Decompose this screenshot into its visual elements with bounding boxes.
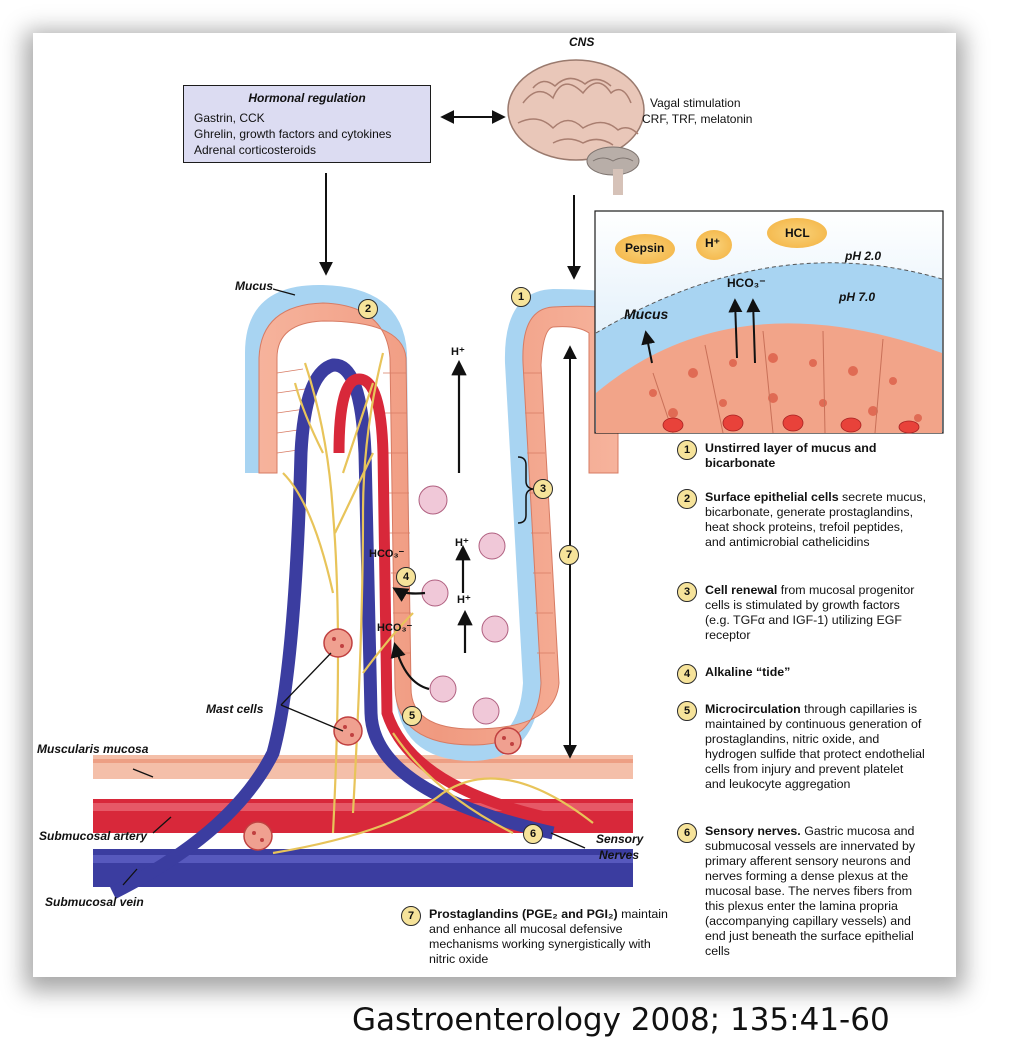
sensory-leader	[550, 832, 586, 849]
legend-text: maintain and enhance all mucosal defensi…	[429, 907, 668, 966]
hco3-arrow	[390, 642, 430, 691]
citation: Gastroenterology 2008; 135:41-60	[352, 1002, 890, 1038]
muscularis-mucosa-label: Muscularis mucosa	[37, 742, 149, 756]
mast-cells-leader	[280, 704, 344, 732]
mucus-leader	[272, 288, 296, 296]
artery-leader	[152, 816, 172, 834]
marker-5: 5	[402, 706, 422, 726]
sensory-nerves-label: Nerves	[599, 848, 640, 862]
inset-mucus: Mucus	[624, 306, 669, 322]
hormonal-regulation-title: Hormonal regulation	[248, 91, 366, 105]
legend-item-1: 1 Unstirred layer of mucus and bicarbona…	[677, 440, 905, 471]
inset-pepsin: Pepsin	[625, 241, 665, 255]
hco3-label: HCO₃⁻	[369, 548, 405, 560]
legend-number: 2	[677, 489, 697, 509]
legend-title: Sensory nerves.	[705, 824, 801, 838]
legend-text: from mucosal progenitor cells is stimula…	[705, 583, 915, 642]
h-plus-label: H⁺	[455, 537, 469, 549]
mucus-inset	[594, 210, 944, 434]
cns-label: CNS	[569, 35, 595, 49]
h-plus-label: H⁺	[451, 346, 465, 358]
muscularis-leader	[132, 768, 154, 778]
legend-number: 6	[677, 823, 697, 843]
legend-item-6: 6 Sensory nerves. Gastric mucosa and sub…	[677, 823, 927, 959]
legend-title: Microcirculation	[705, 702, 801, 716]
legend-number: 1	[677, 440, 697, 460]
legend-number: 3	[677, 582, 697, 602]
marker-2: 2	[358, 299, 378, 319]
hormonal-line: Adrenal corticosteroids	[194, 143, 317, 157]
marker-1: 1	[511, 287, 531, 307]
legend-title: Alkaline “tide”	[705, 665, 791, 679]
marker-6: 6	[523, 824, 543, 844]
legend-item-4: 4 Alkaline “tide”	[677, 664, 927, 684]
gastric-pits	[245, 284, 619, 761]
submucosal-vein-label: Submucosal vein	[45, 895, 144, 909]
mast-cells-label: Mast cells	[206, 702, 264, 716]
brain-illustration	[507, 59, 645, 195]
legend-title: Unstirred layer of mucus and bicarbonate	[705, 441, 877, 470]
legend-text: secrete mucus, bicarbonate, generate pro…	[705, 490, 927, 549]
legend-item-3: 3 Cell renewal from mucosal progenitor c…	[677, 582, 927, 643]
legend-item-7: 7 Prostaglandins (PGE₂ and PGI₂) maintai…	[401, 906, 679, 967]
inset-ph-high: pH 7.0	[839, 290, 876, 304]
artery-vessel	[333, 373, 575, 829]
inset-h-plus: H⁺	[705, 236, 720, 250]
legend-number: 5	[677, 701, 697, 721]
vagal-stimulation: Vagal stimulation	[650, 96, 741, 110]
inset-ph-low: pH 2.0	[845, 249, 882, 263]
inset-hco3: HCO₃⁻	[727, 276, 766, 290]
legend-text: through capillaries is maintained by con…	[705, 702, 925, 791]
diagram-artwork	[93, 59, 944, 899]
marker-7: 7	[559, 545, 579, 565]
inset-hcl: HCL	[785, 226, 810, 240]
legend-item-2: 2 Surface epithelial cells secrete mucus…	[677, 489, 927, 550]
legend-item-5: 5 Microcirculation through capillaries i…	[677, 701, 927, 792]
legend-title: Prostaglandins (PGE₂ and PGI₂)	[429, 907, 618, 921]
legend-text: Gastric mucosa and submucosal vessels ar…	[705, 824, 916, 958]
legend-title: Cell renewal	[705, 583, 778, 597]
vagal-factors: CRF, TRF, melatonin	[642, 112, 753, 126]
vein-leader	[122, 868, 138, 886]
h-plus-label: H⁺	[457, 594, 471, 606]
submucosal-artery-label: Submucosal artery	[39, 829, 148, 843]
marker-4: 4	[396, 567, 416, 587]
hco3-label: HCO₃⁻	[377, 622, 413, 634]
diagram-frame: CNS Hormonal regulation Gastrin, CCK Ghr…	[33, 33, 956, 977]
marker-3: 3	[533, 479, 553, 499]
legend-number: 7	[401, 906, 421, 926]
hormonal-line: Gastrin, CCK	[194, 111, 265, 125]
legend-title: Surface epithelial cells	[705, 490, 839, 504]
hco3-arrow	[392, 587, 426, 602]
sensory-nerves-label: Sensory	[596, 832, 644, 846]
mast-cells	[243, 628, 522, 851]
hormonal-regulation-box: Hormonal regulation Gastrin, CCK Ghrelin…	[183, 85, 431, 163]
mucus-label: Mucus	[235, 279, 274, 293]
hormonal-line: Ghrelin, growth factors and cytokines	[194, 127, 392, 141]
legend-number: 4	[677, 664, 697, 684]
mast-cells-leader	[280, 652, 332, 706]
